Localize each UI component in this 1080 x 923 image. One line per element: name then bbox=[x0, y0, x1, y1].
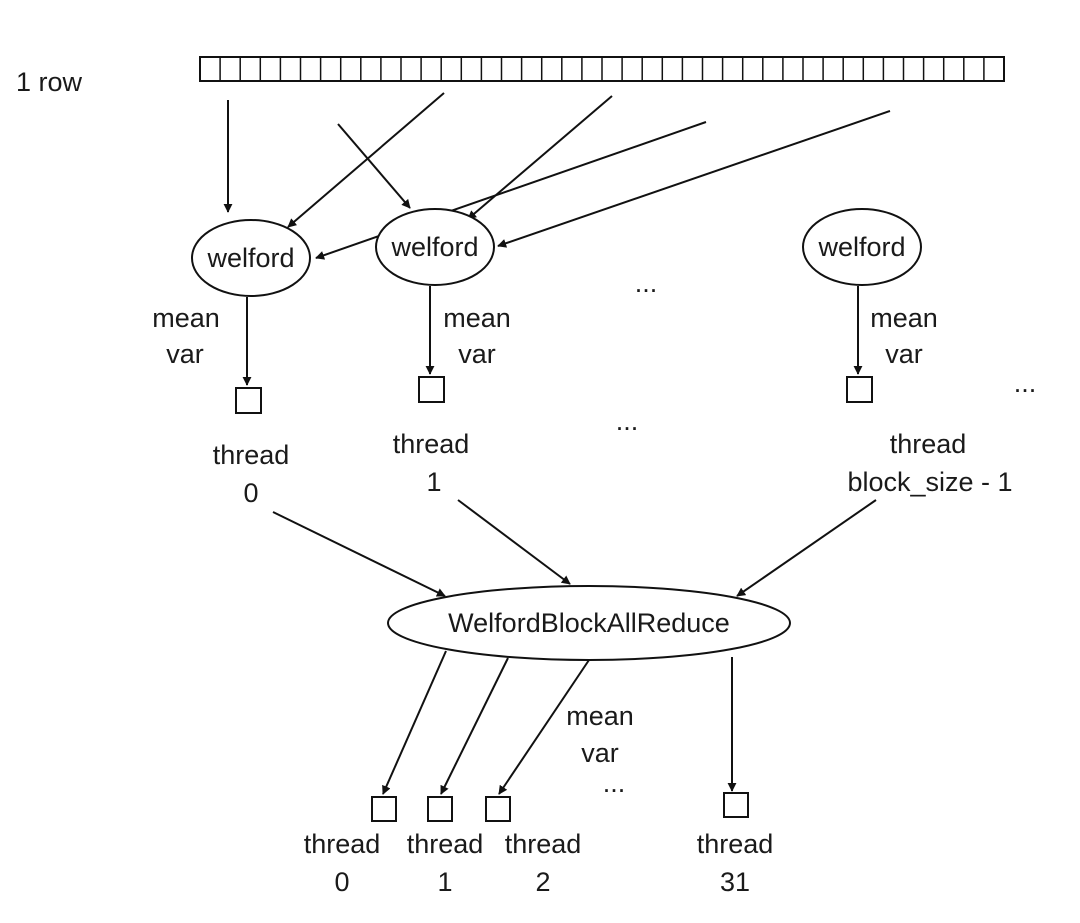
reduce-node-label: WelfordBlockAllReduce bbox=[448, 608, 730, 638]
ellipsis-between-nodes: ... bbox=[635, 268, 658, 298]
top-thread-last-line1: thread bbox=[890, 429, 967, 459]
top-thread-1-line2: 1 bbox=[426, 467, 441, 497]
w1-output-mean: mean bbox=[443, 303, 511, 333]
edge-reduce-bthread1 bbox=[440, 657, 509, 795]
row-to-welford-edges bbox=[223, 92, 891, 260]
ellipsis-bottom: ... bbox=[603, 768, 626, 798]
top-thread-box-last bbox=[846, 376, 873, 403]
bottom-thread-0-line1: thread bbox=[304, 829, 381, 859]
welford-node-last-label: welford bbox=[817, 232, 905, 262]
bottom-thread-31-line2: 31 bbox=[720, 867, 750, 897]
top-thread-box-1 bbox=[418, 376, 445, 403]
bottom-thread-31-line1: thread bbox=[697, 829, 774, 859]
welford-node-1-shape bbox=[375, 208, 495, 286]
row-cells bbox=[219, 57, 985, 81]
row-label: 1 row bbox=[16, 67, 83, 97]
bottom-thread-box-31 bbox=[723, 792, 749, 818]
bottom-thread-box-1 bbox=[427, 796, 453, 822]
reduce-output-var: var bbox=[581, 738, 619, 768]
edge-row-w0-b bbox=[287, 92, 445, 228]
top-thread-0-line1: thread bbox=[213, 440, 290, 470]
bottom-thread-1-line1: thread bbox=[407, 829, 484, 859]
top-thread-last-line2: block_size - 1 bbox=[847, 467, 1012, 497]
top-thread-0-line2: 0 bbox=[243, 478, 258, 508]
welford-node-0-shape bbox=[191, 219, 311, 297]
ellipsis-right-side: ... bbox=[1014, 368, 1037, 398]
welford-node-1: welford bbox=[375, 208, 495, 286]
w1-output-var: var bbox=[458, 339, 496, 369]
wn-output-mean: mean bbox=[870, 303, 938, 333]
edge-row-w0-c bbox=[315, 121, 707, 260]
top-thread-1-line1: thread bbox=[393, 429, 470, 459]
edge-row-w1-a bbox=[337, 123, 411, 209]
edge-threadn-reduce bbox=[736, 499, 877, 597]
edge-reduce-bthread2 bbox=[498, 659, 590, 795]
bottom-thread-box-2 bbox=[485, 796, 511, 822]
edge-row-w1-c bbox=[497, 110, 891, 248]
bottom-thread-2-line2: 2 bbox=[535, 867, 550, 897]
welford-node-0: welford bbox=[191, 219, 311, 297]
edge-thread0-reduce bbox=[272, 511, 446, 597]
top-thread-box-0 bbox=[235, 387, 262, 414]
row-array bbox=[199, 56, 1005, 82]
reduce-output-mean: mean bbox=[566, 701, 634, 731]
bottom-thread-1-line2: 1 bbox=[437, 867, 452, 897]
bottom-thread-box-0 bbox=[371, 796, 397, 822]
wn-output-var: var bbox=[885, 339, 923, 369]
ellipsis-between-threads: ... bbox=[616, 406, 639, 436]
welford-block-all-reduce-node: WelfordBlockAllReduce bbox=[387, 585, 791, 661]
edge-row-w1-b bbox=[467, 95, 613, 220]
bottom-thread-0-line2: 0 bbox=[334, 867, 349, 897]
edge-thread1-reduce bbox=[457, 499, 571, 585]
edge-reduce-bthread0 bbox=[382, 650, 447, 795]
w0-output-mean: mean bbox=[152, 303, 220, 333]
welford-node-0-label: welford bbox=[206, 243, 294, 273]
welford-node-1-label: welford bbox=[390, 232, 478, 262]
w0-output-var: var bbox=[166, 339, 204, 369]
bottom-thread-2-line1: thread bbox=[505, 829, 582, 859]
welford-node-last: welford bbox=[802, 208, 922, 286]
welford-node-last-shape bbox=[802, 208, 922, 286]
